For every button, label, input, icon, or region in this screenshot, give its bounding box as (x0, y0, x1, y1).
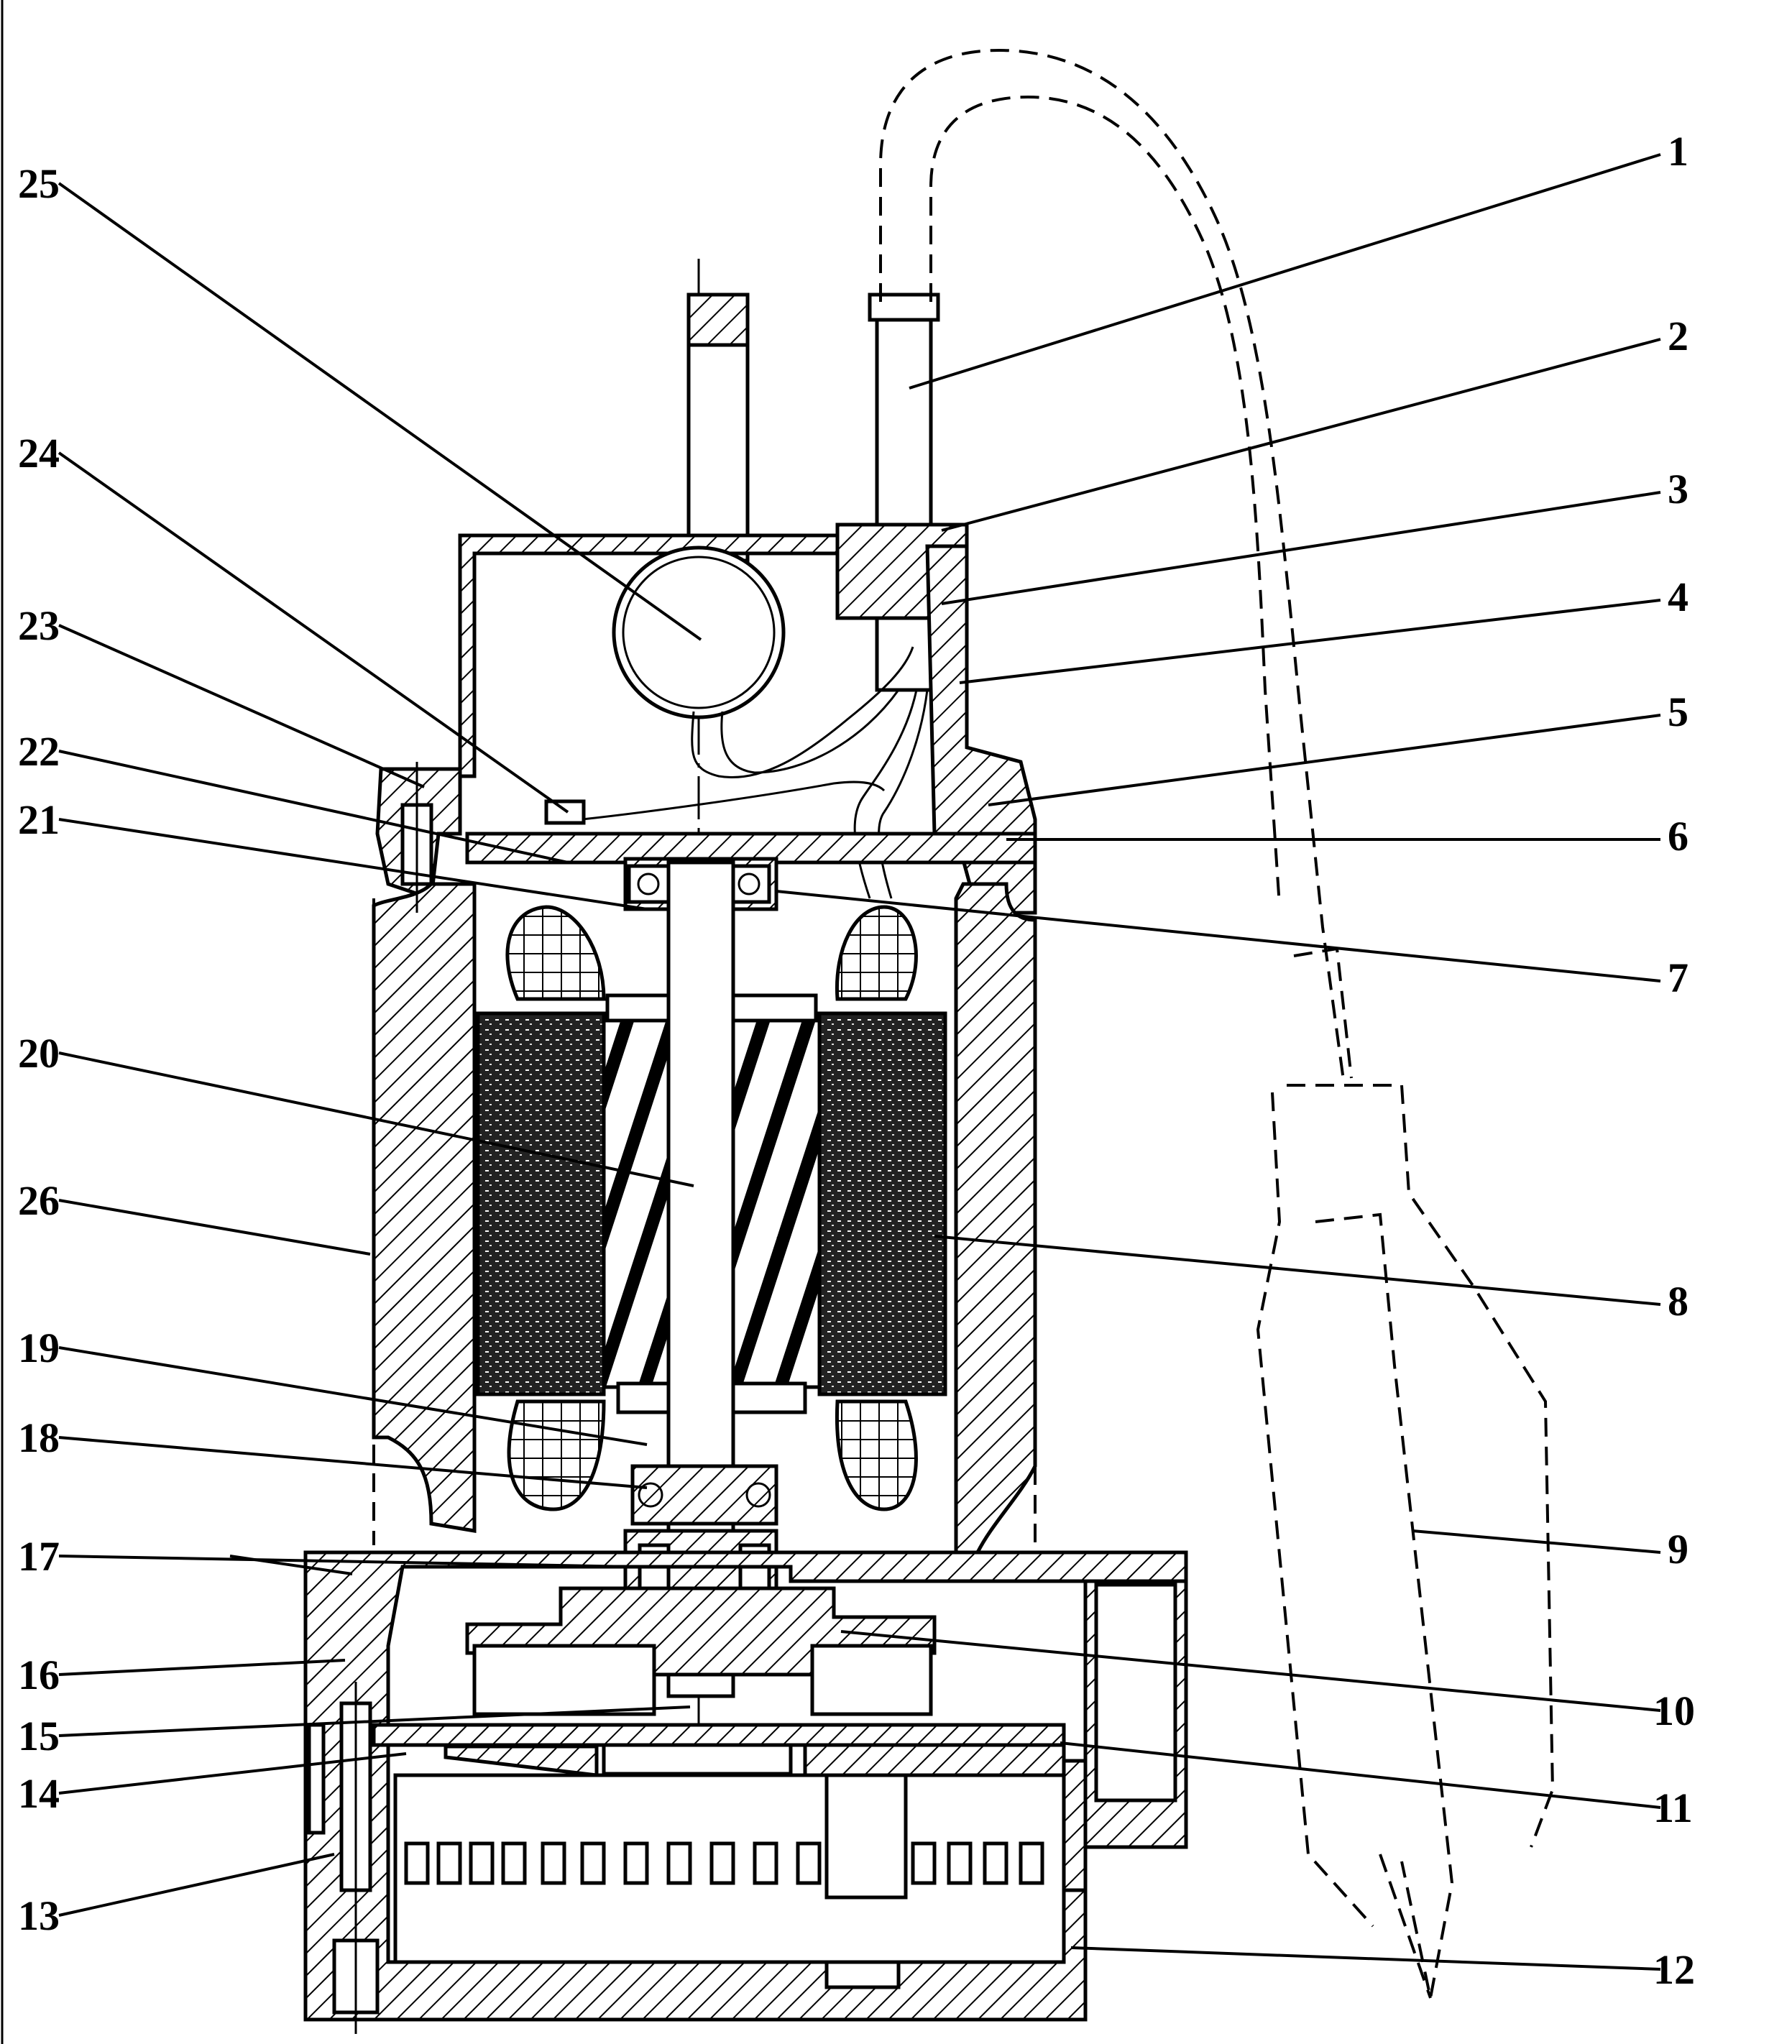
label-2: 2 (1668, 313, 1688, 359)
label-12: 12 (1653, 1946, 1695, 1993)
label-7: 7 (1668, 954, 1688, 1001)
wear-plate (372, 1723, 1066, 1777)
label-14: 14 (18, 1770, 60, 1817)
label-26: 26 (18, 1177, 60, 1224)
label-19: 19 (18, 1325, 60, 1371)
label-17: 17 (18, 1533, 60, 1580)
label-5: 5 (1668, 689, 1688, 735)
label-3: 3 (1668, 466, 1688, 512)
label-8: 8 (1668, 1278, 1688, 1325)
pump-housing (303, 1550, 1188, 2022)
label-18: 18 (18, 1414, 60, 1461)
label-23: 23 (18, 602, 60, 649)
strainer-outline (372, 898, 1037, 1545)
label-24: 24 (18, 430, 60, 477)
label-9: 9 (1668, 1526, 1688, 1573)
label-11: 11 (1653, 1785, 1693, 1831)
label-16: 16 (18, 1652, 60, 1698)
label-1: 1 (1668, 128, 1688, 175)
part-labels: 1 2 3 4 5 6 7 8 9 10 11 12 13 14 15 16 1… (18, 128, 1695, 1993)
label-20: 20 (18, 1030, 60, 1077)
impeller (465, 1586, 937, 1716)
label-22: 22 (18, 728, 60, 775)
motor-casing (372, 882, 1037, 1555)
float-switch-outline (879, 48, 1555, 1999)
strainer-base (393, 1773, 1066, 1989)
label-15: 15 (18, 1713, 60, 1759)
leader-lines (58, 153, 1661, 1971)
label-25: 25 (18, 160, 60, 207)
outlet-pipe (686, 293, 750, 563)
label-21: 21 (18, 796, 60, 843)
housing-bolts (307, 762, 433, 2034)
label-6: 6 (1668, 813, 1688, 860)
label-4: 4 (1668, 574, 1688, 620)
strainer-slots (404, 1841, 1044, 1885)
label-13: 13 (18, 1892, 60, 1939)
label-10: 10 (1653, 1688, 1695, 1734)
capacitor (612, 545, 786, 719)
